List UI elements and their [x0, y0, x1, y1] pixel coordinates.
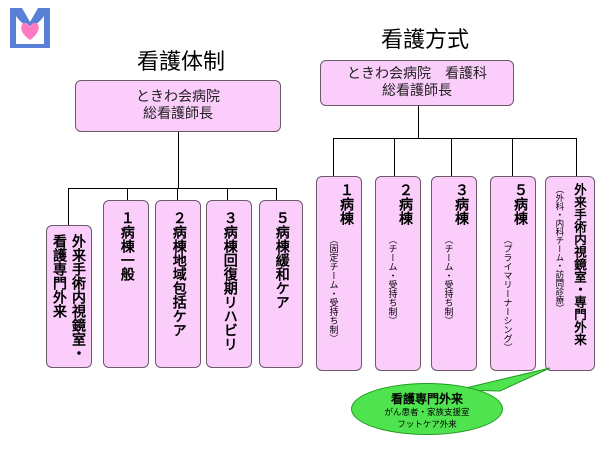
left-connector [127, 188, 128, 200]
left-unit-ward1: １病棟一般 [103, 200, 149, 368]
right-unit-ward2-method: （チーム・受持ち制） [386, 235, 397, 325]
right-unit-ward2: ２病棟 （チーム・受持ち制） [375, 176, 421, 371]
right-unit-ward3: ３病棟 （チーム・受持ち制） [431, 176, 477, 371]
right-unit-outpatient-method: （外科・内科チーム・訪問診療） [553, 185, 564, 313]
right-head-box: ときわ会病院 看護科 総看護師長 [320, 60, 514, 106]
left-unit-outpatient-col1: 外来手術内視鏡室・ [70, 234, 86, 360]
left-unit-ward3-label: ３病棟回復期リハビリ [221, 211, 238, 351]
hospital-logo-icon [8, 6, 52, 50]
right-unit-outpatient: 外来手術内視鏡室・専門外来 （外科・内科チーム・訪問診療） [545, 176, 595, 371]
callout-line1: がん患者・家族支援室 [384, 408, 470, 418]
right-unit-ward3-name: ３病棟 [453, 183, 469, 225]
right-head-line1: ときわ会病院 看護科 [347, 66, 487, 82]
right-unit-ward5-name: ５病棟 [512, 183, 528, 225]
right-unit-ward1-method: （固定チーム・受持ち制） [327, 235, 338, 343]
right-unit-ward3-method: （チーム・受持ち制） [442, 235, 453, 325]
left-head-box: ときわ会病院 総看護師長 [75, 80, 281, 132]
left-head-line1: ときわ会病院 [136, 89, 220, 105]
right-unit-ward5-method: （プライマリーナーシング） [501, 235, 512, 352]
callout-line2: フットケア外来 [397, 420, 457, 430]
left-connector [68, 188, 69, 225]
right-connector [418, 106, 419, 138]
callout-bubble: 看護専門外来 がん患者・家族支援室 フットケア外来 [351, 383, 503, 435]
left-unit-outpatient-col2: 看護専門外来 [51, 234, 67, 318]
left-unit-ward5-label: ５病棟緩和ケア [273, 211, 290, 309]
right-unit-outpatient-name: 外来手術内視鏡室・専門外来 [572, 183, 587, 346]
right-connector [576, 138, 577, 176]
left-connector [177, 188, 178, 200]
right-unit-ward5: ５病棟 （プライマリーナーシング） [490, 176, 536, 371]
callout-title: 看護専門外来 [390, 392, 463, 406]
right-connector [512, 138, 513, 176]
left-head-line2: 総看護師長 [143, 106, 213, 122]
right-unit-ward1: １病棟 （固定チーム・受持ち制） [316, 176, 362, 371]
left-unit-ward2-label: ２病棟地域包括ケア [170, 211, 187, 337]
left-title: 看護体制 [136, 50, 225, 75]
left-unit-ward1-label: １病棟一般 [118, 211, 135, 281]
left-connector [227, 188, 228, 200]
left-unit-outpatient: 外来手術内視鏡室・ 看護専門外来 [46, 225, 92, 368]
right-title: 看護方式 [380, 28, 469, 53]
right-connector [333, 138, 334, 176]
left-connector [68, 188, 277, 189]
right-unit-ward2-name: ２病棟 [397, 183, 413, 225]
left-unit-ward5: ５病棟緩和ケア [259, 200, 303, 368]
right-connector [333, 138, 577, 139]
right-connector [451, 138, 452, 176]
left-unit-ward2: ２病棟地域包括ケア [155, 200, 201, 368]
left-connector [276, 188, 277, 200]
right-unit-ward1-name: １病棟 [338, 183, 354, 225]
left-unit-ward3: ３病棟回復期リハビリ [206, 200, 252, 368]
right-head-line2: 総看護師長 [382, 83, 452, 99]
left-connector [178, 132, 179, 188]
right-connector [394, 138, 395, 176]
